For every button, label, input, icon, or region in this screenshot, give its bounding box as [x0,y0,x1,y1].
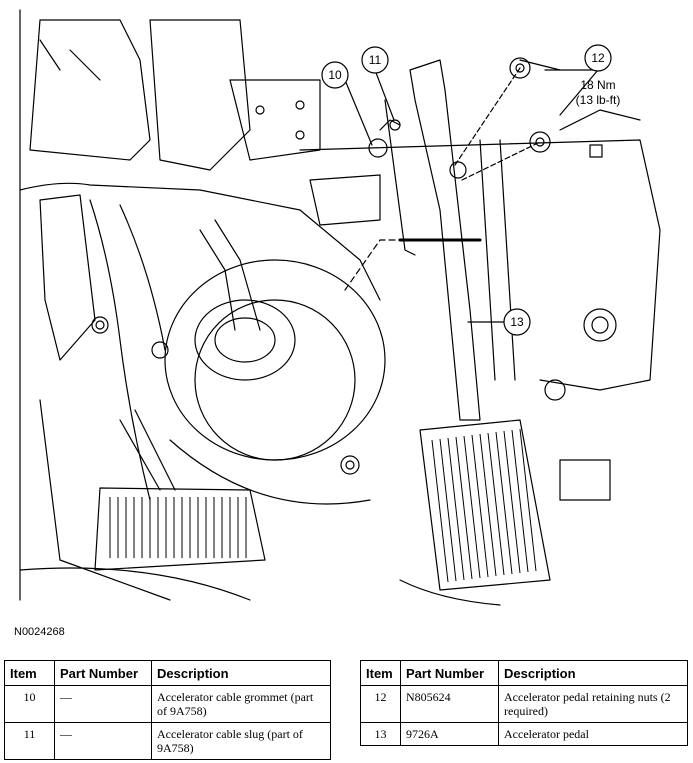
table-row: 10 — Accelerator cable grommet (part of … [4,685,331,723]
cell-description: Accelerator cable slug (part of 9A758) [151,722,331,760]
mount-left [39,194,96,361]
table-row: 12 N805624 Accelerator pedal retaining n… [360,685,688,723]
table-row: 13 9726A Accelerator pedal [360,722,688,746]
firewall-right [299,139,661,391]
cell-part-number: — [54,685,152,723]
cell-item: 13 [360,722,401,746]
cell-part-number: N805624 [400,685,499,723]
callout-13-label: 13 [510,315,524,329]
steering-column [149,19,251,171]
cell-part-number: — [54,722,152,760]
cell-item: 12 [360,685,401,723]
cell-description: Accelerator pedal [498,722,688,746]
dash-panel-outline [19,9,381,601]
cell-part-number: 9726A [400,722,499,746]
left-bracket [29,19,151,161]
callout-10-label: 10 [328,68,342,82]
cell-description: Accelerator cable grommet (part of 9A758… [151,685,331,723]
callout-11-label: 11 [369,53,382,67]
column-mount-plate [229,79,321,161]
cell-description: Accelerator pedal retaining nuts (2 requ… [498,685,688,723]
header-part-number: Part Number [54,660,152,686]
cell-item: 10 [4,685,55,723]
table-header-row: Item Part Number Description [360,660,688,686]
cable-grommet [368,138,388,158]
table-row: 11 — Accelerator cable slug (part of 9A7… [4,722,331,760]
table-header-row: Item Part Number Description [4,660,331,686]
retaining-nut-lower [529,131,551,153]
callout-13 [503,308,531,336]
wiring-harness [89,199,151,501]
pedal-assembly-illustration: 10 11 12 13 18 Nm (13 lb-ft) [19,9,661,606]
header-part-number: Part Number [400,660,499,686]
header-description: Description [151,660,331,686]
figure-id: N0024268 [14,626,65,638]
header-description: Description [498,660,688,686]
header-item: Item [360,660,401,686]
callout-12 [584,44,612,72]
parts-table-left: Item Part Number Description 10 — Accele… [4,660,331,760]
torque-spec-imperial: (13 lb-ft) [576,93,621,107]
callout-10 [321,61,349,89]
callout-12-label: 12 [591,51,605,65]
pedal-arm [409,59,481,421]
header-item: Item [4,660,55,686]
parts-table-right: Item Part Number Description 12 N805624 … [360,660,688,746]
cell-item: 11 [4,722,55,760]
torque-spec-metric: 18 Nm [580,78,615,92]
callout-11 [361,46,389,74]
left-pedal-pad [94,487,266,571]
retaining-nut-upper [509,57,531,79]
accelerator-pedal-pad [419,419,551,591]
